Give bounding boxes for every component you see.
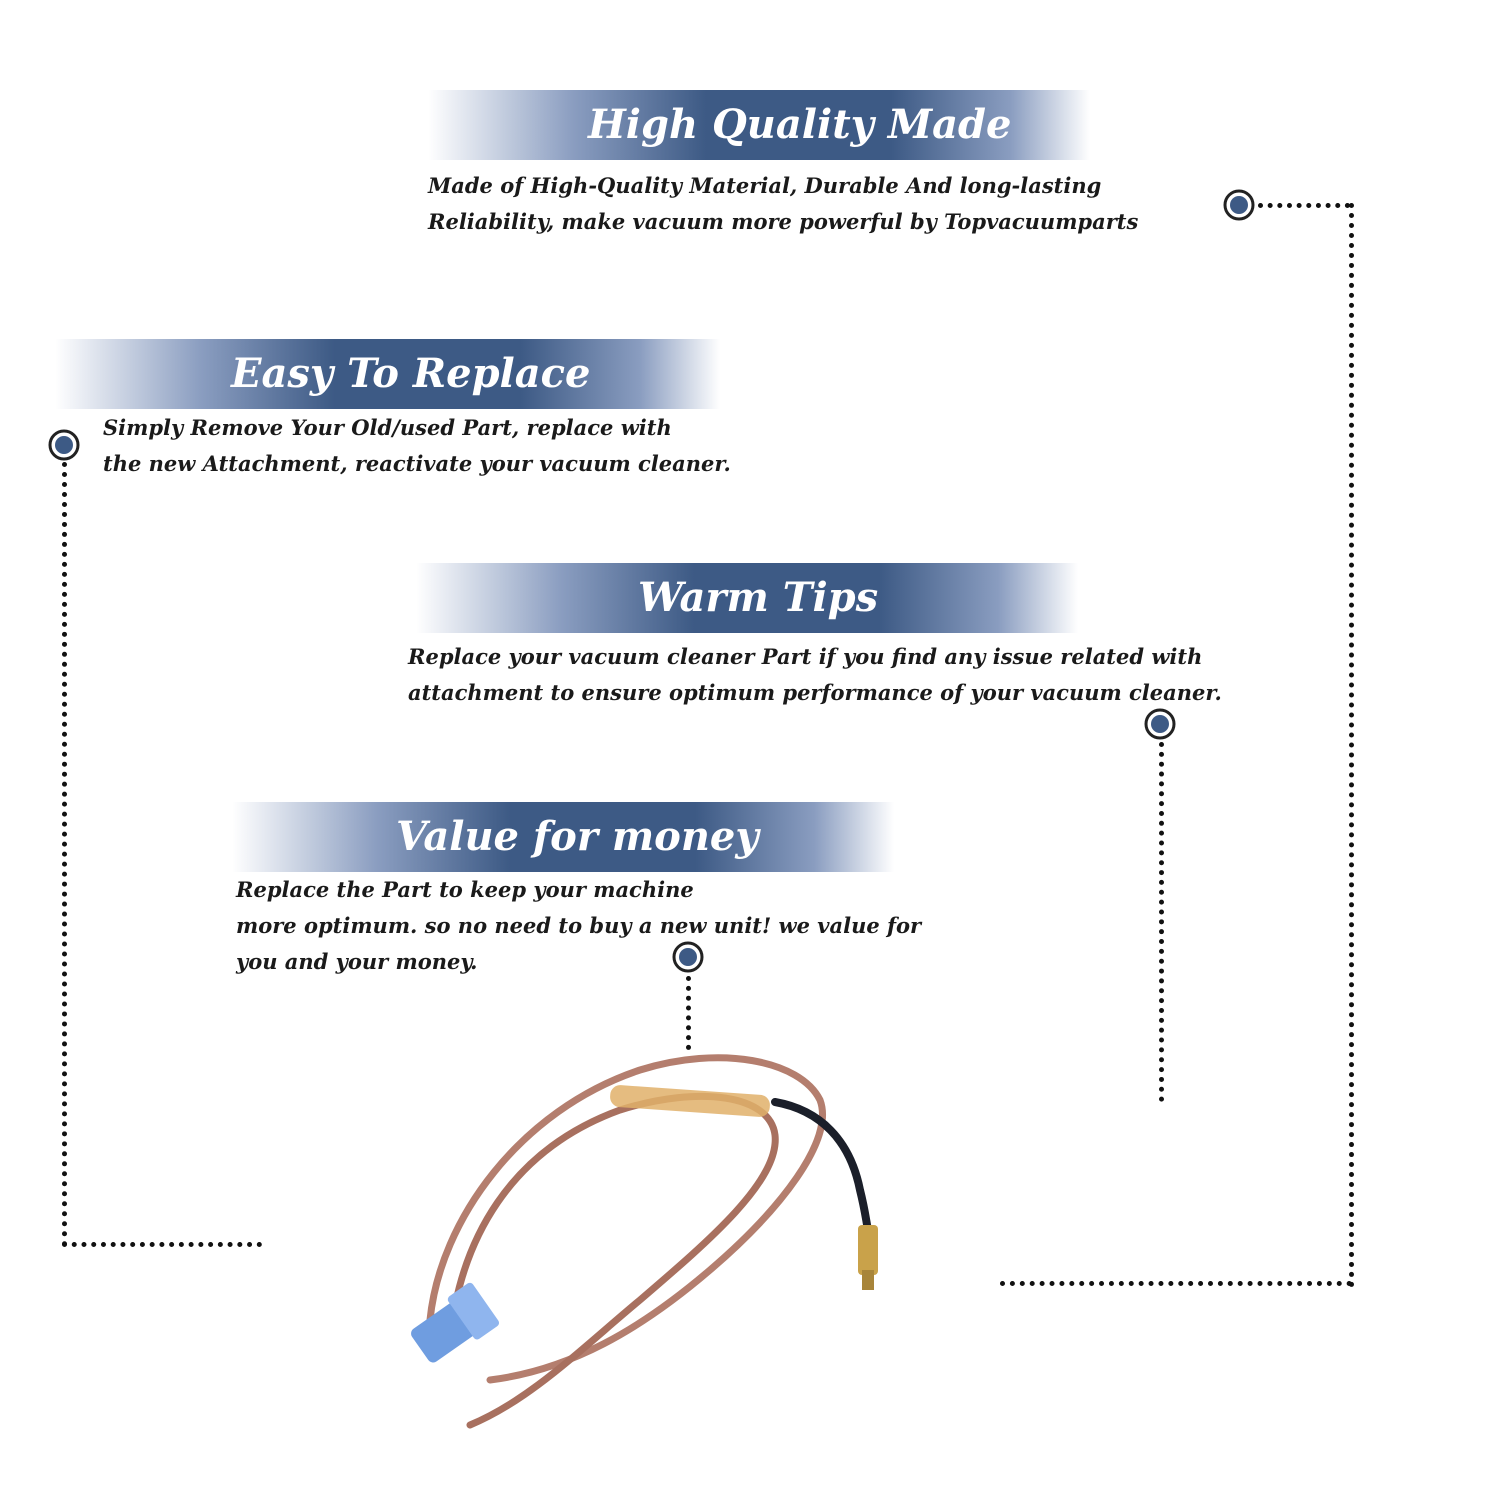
feature-description-line: more optimum. so no need to buy a new un… bbox=[236, 913, 922, 938]
feature-description-line: Reliability, make vacuum more powerful b… bbox=[428, 209, 1139, 234]
gold-terminal bbox=[858, 1225, 878, 1275]
feature-description-line: attachment to ensure optimum performance… bbox=[408, 680, 1222, 705]
blue-connector bbox=[411, 1282, 500, 1363]
wire-sleeve bbox=[610, 1085, 770, 1117]
banner-high-quality: High Quality Made bbox=[428, 90, 1090, 160]
connector-line bbox=[62, 462, 67, 1247]
connector-line bbox=[1349, 203, 1354, 1288]
feature-description-line: Simply Remove Your Old/used Part, replac… bbox=[103, 415, 672, 440]
banner-easy-replace: Easy To Replace bbox=[55, 339, 720, 409]
bullseye-marker-icon bbox=[1223, 189, 1255, 221]
feature-title: Value for money bbox=[396, 813, 759, 860]
feature-description-line: Made of High-Quality Material, Durable A… bbox=[428, 173, 1102, 198]
connector-line bbox=[62, 1242, 262, 1247]
feature-description-line: the new Attachment, reactivate your vacu… bbox=[103, 451, 731, 476]
feature-title: High Quality Made bbox=[588, 101, 1012, 148]
banner-value-money: Value for money bbox=[232, 802, 894, 872]
wire-harness-product-image bbox=[411, 1054, 878, 1429]
black-cable bbox=[771, 1098, 872, 1234]
connector-line bbox=[686, 976, 691, 1050]
feature-description-line: you and your money. bbox=[236, 949, 478, 974]
bullseye-marker-icon bbox=[48, 429, 80, 461]
bullseye-marker-icon bbox=[672, 941, 704, 973]
feature-description-line: Replace your vacuum cleaner Part if you … bbox=[408, 644, 1203, 669]
bullseye-marker-icon bbox=[1144, 708, 1176, 740]
connector-line bbox=[1000, 1281, 1352, 1286]
connector-line bbox=[1159, 742, 1164, 1102]
banner-warm-tips: Warm Tips bbox=[416, 563, 1078, 633]
feature-title: Easy To Replace bbox=[231, 350, 591, 397]
feature-description-line: Replace the Part to keep your machine bbox=[236, 877, 694, 902]
wire-loop-outer bbox=[426, 1054, 826, 1384]
wire-loop-inner bbox=[446, 1092, 779, 1429]
connector-line bbox=[1258, 203, 1350, 208]
feature-title: Warm Tips bbox=[638, 574, 879, 621]
